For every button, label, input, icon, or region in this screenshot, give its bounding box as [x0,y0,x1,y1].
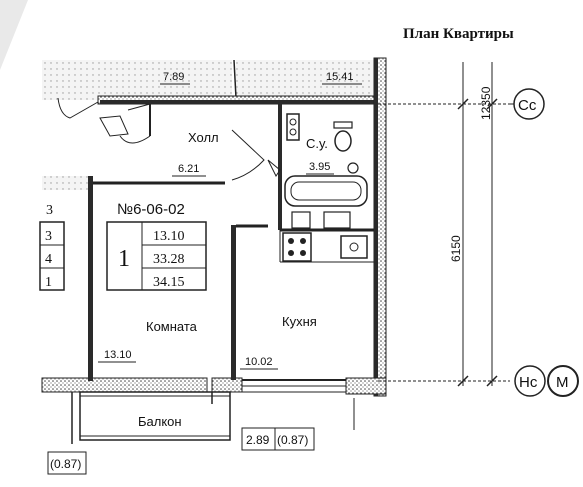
top-right-room [236,60,374,100]
balcony-label: Балкон [138,414,182,429]
kitchen-label: Кухня [282,314,317,329]
toilet-icon [334,130,352,152]
left-balcony-area-box [47,451,87,475]
balcony-area-coef: (0.87) [277,433,308,447]
room-count: 1 [118,246,130,272]
balcony-area-box [241,427,315,451]
area-total-coef: 34.15 [153,275,185,290]
wall-left [88,176,93,381]
kitchen-area: 10.02 [245,356,273,368]
neighbor-value-2: 4 [45,252,52,267]
neighbor-value-1: 3 [45,229,52,244]
sink-icon [347,162,359,174]
washing-machine-icon [286,113,300,141]
area-living: 13.10 [153,229,185,244]
axis-label-cc: Cc [518,97,537,114]
hall-area: 6.21 [178,163,199,175]
wall-living-kitchen [231,225,236,380]
bath-area: 3.95 [309,161,330,173]
left-balcony-coef: (0.87) [50,457,81,471]
balcony-area: 2.89 [246,433,270,447]
living-area: 13.10 [104,349,132,361]
balcony [79,391,231,441]
dimension-main: 6150 [449,235,463,262]
wall-bathroom-left [278,104,282,230]
hall-label: Холл [188,130,219,145]
bath-label: С.у. [306,136,328,151]
neighbor-value-3: 1 [45,275,52,290]
dimension-upper: 12350 [479,86,493,120]
kitchen-sink-icon [340,235,368,259]
axis-marker-hc [514,365,546,397]
axis-label-m: M [556,374,569,391]
top-right-area: 15.41 [326,71,354,83]
axis-marker-cc [513,88,545,120]
apartment-number: №6-06-02 [117,201,185,218]
top-left-room [42,60,232,100]
bathtub-icon [284,175,368,207]
plan-title: План Квартиры [403,26,514,42]
living-label: Комната [146,319,198,334]
outer-wall-bottom-right [345,377,387,395]
stove-icon [282,232,312,262]
apartment-info-box [106,221,207,291]
outer-wall-bottom-left [41,377,208,393]
area-total: 33.28 [153,252,185,267]
top-left-area: 7.89 [163,71,184,83]
axis-label-hc: Нс [519,374,538,391]
scan-shadow [0,0,28,70]
neighbor-info-box [39,221,65,291]
axis-marker-m [547,365,579,397]
neighbor-label: 3 [46,203,53,218]
